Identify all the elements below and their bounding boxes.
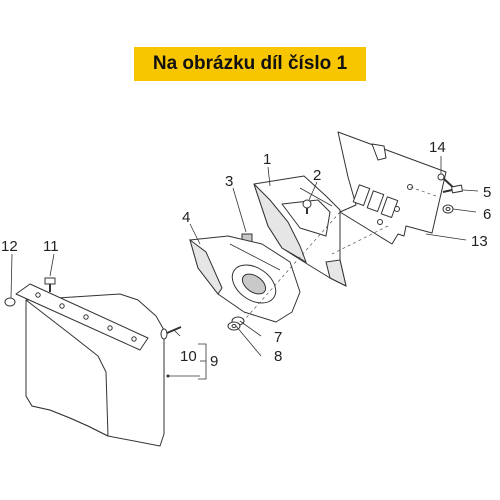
part-2-screw	[302, 199, 312, 214]
mudflap-strip	[15, 283, 149, 351]
callout-12: 12	[1, 238, 18, 255]
callout-11: 11	[43, 238, 59, 255]
callout-labels: 1 2 3 4 5 6 7 8 9 10 11 12 13 14	[1, 139, 491, 370]
callout-2: 2	[313, 167, 321, 184]
callout-10: 10	[180, 348, 197, 365]
callout-5: 5	[483, 184, 491, 201]
callout-13: 13	[471, 233, 488, 250]
callout-4: 4	[182, 209, 190, 226]
assembly-axes	[245, 186, 437, 319]
callout-8: 8	[274, 348, 282, 365]
callout-6: 6	[483, 206, 491, 223]
part-10-rivet	[160, 326, 182, 340]
callout-14: 14	[429, 139, 446, 156]
part-4-housing	[189, 235, 301, 323]
leader-lines	[10, 156, 479, 380]
part-1-cover	[253, 175, 347, 287]
callout-7: 7	[274, 329, 282, 346]
part-13-plate-bracket	[337, 131, 447, 245]
callout-3: 3	[225, 173, 233, 190]
part-12-nut	[4, 297, 16, 307]
callout-1: 1	[263, 151, 271, 168]
part-5-screw	[442, 184, 463, 194]
part-number-banner: Na obrázku díl číslo 1	[134, 47, 366, 81]
part-6-washer	[442, 204, 454, 214]
callout-9: 9	[210, 353, 218, 370]
part-11-screw	[44, 277, 56, 292]
part-8-washer	[227, 321, 241, 331]
banner-text: Na obrázku díl číslo 1	[152, 53, 348, 74]
